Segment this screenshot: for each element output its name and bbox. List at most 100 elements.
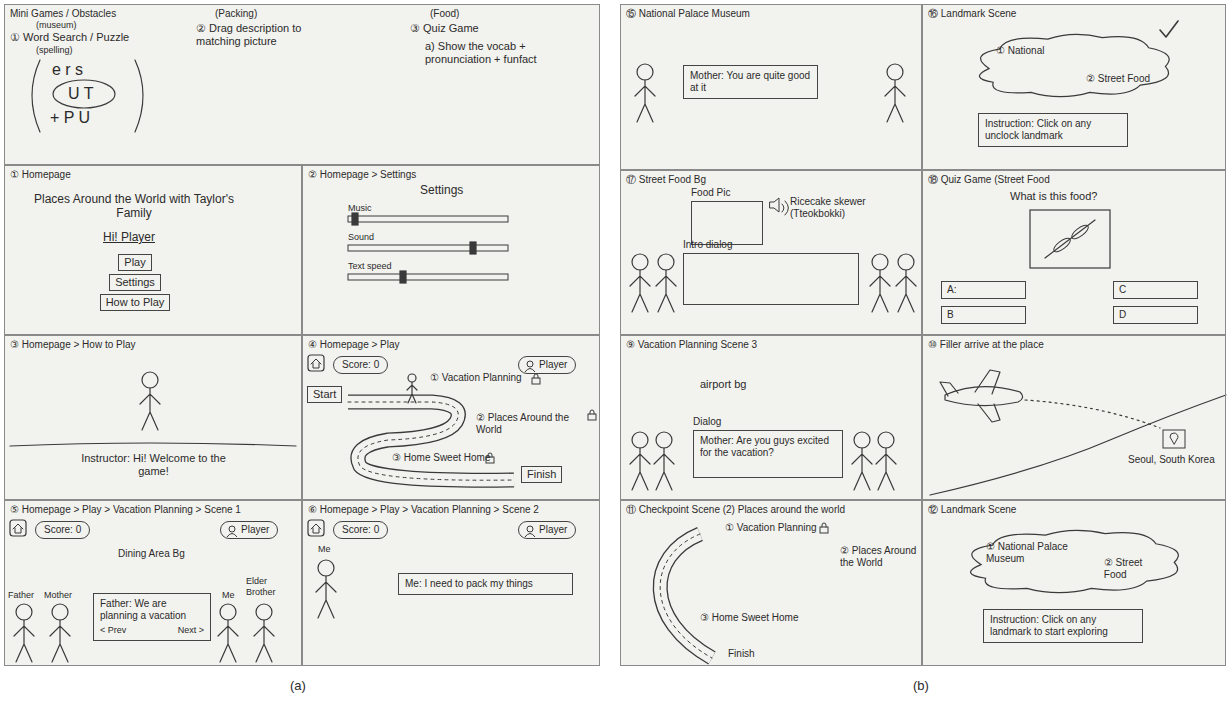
box-text: Player: [241, 524, 269, 536]
panel-heading: ⑨ Vacation Planning Scene 3: [621, 336, 921, 354]
stick-figure: [316, 560, 336, 618]
panel-heading: ⑪ Checkpoint Scene (2) Places around the…: [621, 501, 921, 519]
box-text: Settings: [115, 276, 155, 289]
storyboard-panel: ⑥ Homepage > Play > Vacation Planning > …: [302, 500, 600, 666]
storyboard-panel: ⑫ Landmark Scene ① National Palace Museum…: [922, 500, 1226, 666]
figure-body: [876, 448, 896, 490]
box-frame: Mother: Are you guys excited for the vac…: [693, 430, 843, 478]
figure-body: [654, 448, 674, 490]
stick-figure: [852, 432, 872, 490]
slider-track: [348, 245, 508, 251]
note-text: a) Show the vocab + pronunciation + funf…: [425, 40, 590, 66]
figure-head: [887, 64, 903, 80]
figure-body: [50, 620, 70, 662]
figure-head: [854, 432, 870, 448]
cloud-outline: [979, 34, 1169, 96]
box-text: A:: [947, 284, 1020, 296]
lock-icon: [588, 414, 596, 420]
box-frame: [691, 201, 763, 245]
puzzle-letters: + P U: [50, 108, 90, 127]
stick-figure: [656, 254, 676, 312]
panel-heading: ⑰ Street Food Bg: [621, 171, 921, 189]
character-name: Me: [318, 544, 331, 555]
airplane: [940, 370, 1000, 422]
figure-head: [632, 254, 648, 270]
box-text: Score: 0: [44, 524, 81, 536]
checkpoint-label: ① Vacation Planning: [430, 372, 522, 384]
panel-heading: ⑯ Landmark Scene: [923, 5, 1225, 23]
figure-body: [656, 270, 676, 312]
panel-heading: ④ Homepage > Play: [303, 336, 599, 354]
settings-title: Settings: [420, 183, 463, 197]
box-text: Player: [539, 524, 567, 536]
speaker-icon: [770, 198, 779, 212]
checkpoint-label: ② Places Around the World: [840, 545, 920, 569]
storyboard-panel: ① HomepagePlaySettingsHow to Play: [4, 165, 302, 335]
location-box: [1163, 430, 1185, 448]
path-road: [660, 534, 712, 658]
landmark-cloud: ① National Palace Museum② Street Food: [958, 525, 1188, 597]
stick-figure: [630, 432, 650, 490]
stick-figure: [14, 604, 34, 662]
figure-body: [218, 620, 238, 662]
figure-head: [872, 254, 888, 270]
figure-body: [852, 448, 872, 490]
panel-heading: ③ Homepage > How to Play: [5, 336, 301, 354]
box-text: ① National: [996, 45, 1044, 57]
dialog-text: Instructor: Hi! Welcome to the game!: [66, 452, 241, 478]
box-text: How to Play: [106, 296, 165, 309]
panel-heading: ⑫ Landmark Scene: [923, 501, 1225, 519]
home-button: [308, 355, 324, 371]
quiz-question: What is this food?: [1010, 190, 1097, 203]
location-pin: [1170, 433, 1178, 444]
figure-head: [16, 604, 32, 620]
landmark-cloud: ① National② Street Food: [968, 29, 1178, 101]
slider-knob: [352, 213, 358, 225]
paper-sheet: [620, 4, 1226, 666]
skewer-stick: [1045, 220, 1095, 258]
dialog-box: Me: I need to pack my things: [398, 573, 573, 595]
score-box: Score: 0: [333, 356, 388, 374]
check-mark: [1160, 21, 1178, 37]
answer-box: D: [1113, 306, 1198, 324]
puzzle-letters: e r s: [52, 60, 83, 79]
slider-track: [348, 274, 508, 280]
figure-head: [220, 604, 236, 620]
figure-body: [635, 80, 655, 122]
score-box: Score: 0: [333, 521, 388, 539]
character-name: Elder Brother: [246, 576, 296, 598]
storyboard-panel: ⑩ Filler arrive at the place: [922, 335, 1226, 500]
box-text: Mother: Are you guys excited for the vac…: [700, 435, 836, 459]
storyboard-panel: ⑨ Vacation Planning Scene 3DialogMother:…: [620, 335, 922, 500]
menu-button: Play: [118, 254, 151, 271]
figure-body: [14, 620, 34, 662]
box-text: Finish: [527, 468, 556, 481]
player-icon: [525, 534, 535, 538]
home-button: [308, 520, 324, 536]
box-text: Score: 0: [342, 524, 379, 536]
figure-body: [630, 270, 650, 312]
stick-figure: [254, 604, 274, 662]
box-heading: Intro dialog: [683, 239, 859, 251]
box-text: ② Street Food: [1104, 557, 1160, 581]
instruction-box: Instruction: Click on any landmark to st…: [983, 609, 1143, 643]
figure-body: [140, 388, 160, 430]
figure-head: [318, 560, 334, 576]
word-circle: [53, 80, 115, 108]
stick-figure: [218, 604, 238, 662]
figure-body: [896, 270, 916, 312]
box-text: Play: [124, 256, 145, 269]
panel-heading: ⑱ Quiz Game (Street Food: [923, 171, 1225, 189]
box-text: Mother: You are quite good at it: [690, 70, 811, 94]
bracket: [32, 60, 40, 132]
path-road: [660, 534, 712, 658]
food-name: Ricecake skewer (Tteokbokki): [790, 196, 900, 220]
answer-box: A:: [941, 281, 1026, 299]
food-picture: [1030, 210, 1110, 268]
subfigure-caption: (b): [913, 678, 929, 694]
note-text: (Packing): [215, 8, 257, 20]
player-box: Player: [220, 521, 278, 539]
dialog-box: Father: We are planning a vacation< Prev…: [93, 593, 211, 641]
checkpoint-label: ③ Home Sweet Home: [700, 612, 798, 624]
